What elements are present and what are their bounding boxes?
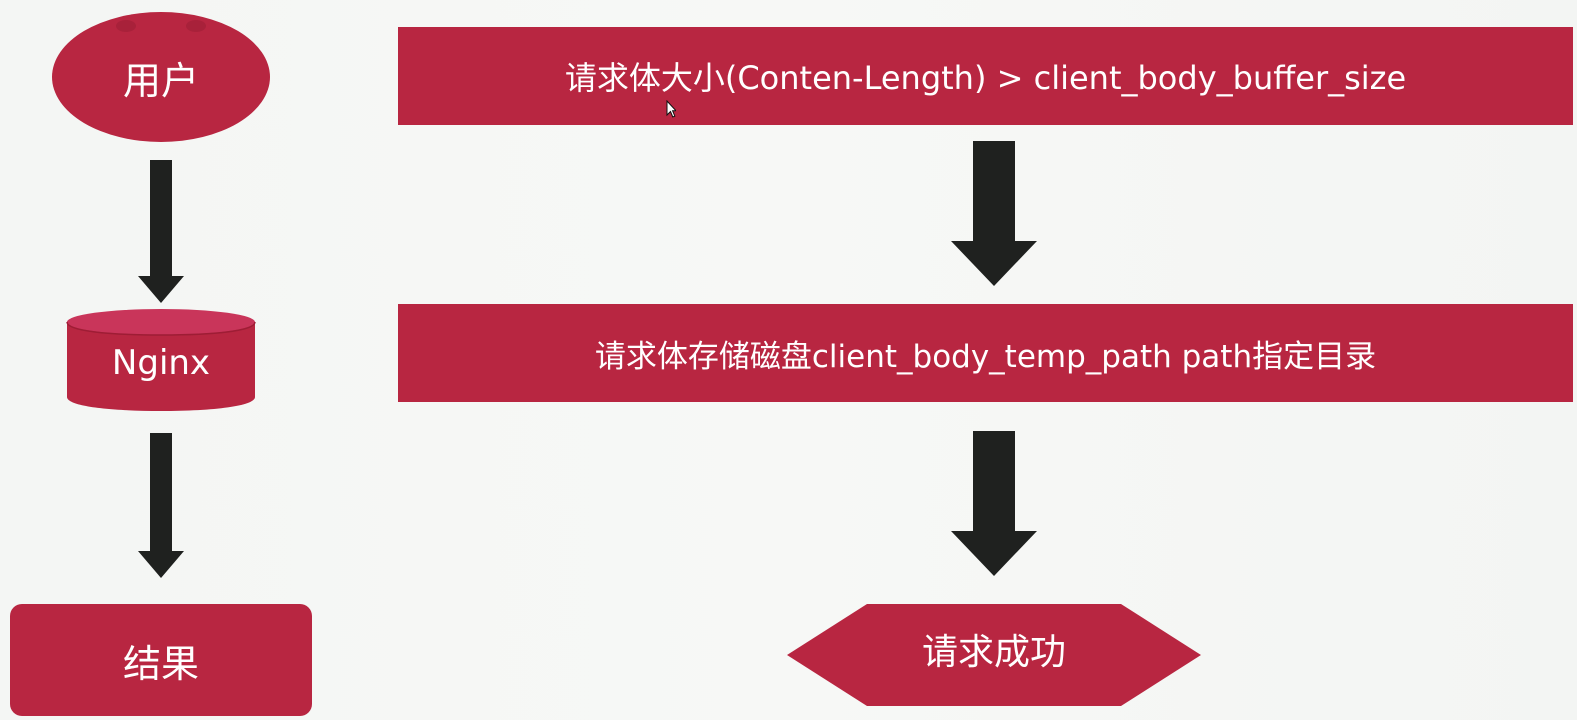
ellipse-highlight-left	[116, 20, 136, 32]
arrow-shaft	[150, 433, 172, 553]
arrow-shaft	[973, 431, 1015, 533]
arrow-head	[951, 241, 1037, 286]
mouse-pointer-icon	[666, 100, 676, 118]
disk-storage-step: 请求体存储磁盘client_body_temp_path path指定目录	[398, 304, 1573, 402]
cylinder-top	[67, 309, 255, 335]
arrow-storage-to-success	[951, 431, 1037, 577]
success-label: 请求成功	[921, 632, 1066, 673]
arrow-head	[138, 551, 184, 578]
request-success-hexagon: 请求成功	[787, 604, 1201, 706]
arrow-shaft	[973, 141, 1015, 243]
nginx-label: Nginx	[111, 343, 211, 383]
user-label: 用户	[122, 58, 199, 103]
condition-label: 请求体大小(Conten-Length) > client_body_buffe…	[564, 59, 1407, 97]
arrow-user-to-nginx	[138, 160, 184, 303]
storage-label: 请求体存储磁盘client_body_temp_path path指定目录	[594, 338, 1377, 375]
ellipse-highlight-right	[186, 20, 206, 32]
hexagon-shape	[787, 604, 1201, 706]
user-ellipse: 用户	[52, 12, 270, 142]
arrow-head	[951, 531, 1037, 576]
request-body-size-condition: 请求体大小(Conten-Length) > client_body_buffe…	[398, 27, 1573, 125]
arrow-condition-to-storage	[951, 141, 1037, 287]
arrow-nginx-to-result	[138, 433, 184, 578]
cylinder-shape	[66, 309, 256, 411]
cursor-outline	[666, 100, 676, 118]
result-label: 结果	[122, 641, 199, 686]
hexagon-fill	[787, 604, 1201, 706]
arrow-head	[138, 276, 184, 303]
nginx-cylinder: Nginx	[66, 308, 256, 412]
cylinder-top-edge	[66, 321, 256, 336]
arrow-shaft	[150, 160, 172, 278]
result-box: 结果	[10, 604, 312, 716]
cylinder-body	[67, 322, 255, 411]
